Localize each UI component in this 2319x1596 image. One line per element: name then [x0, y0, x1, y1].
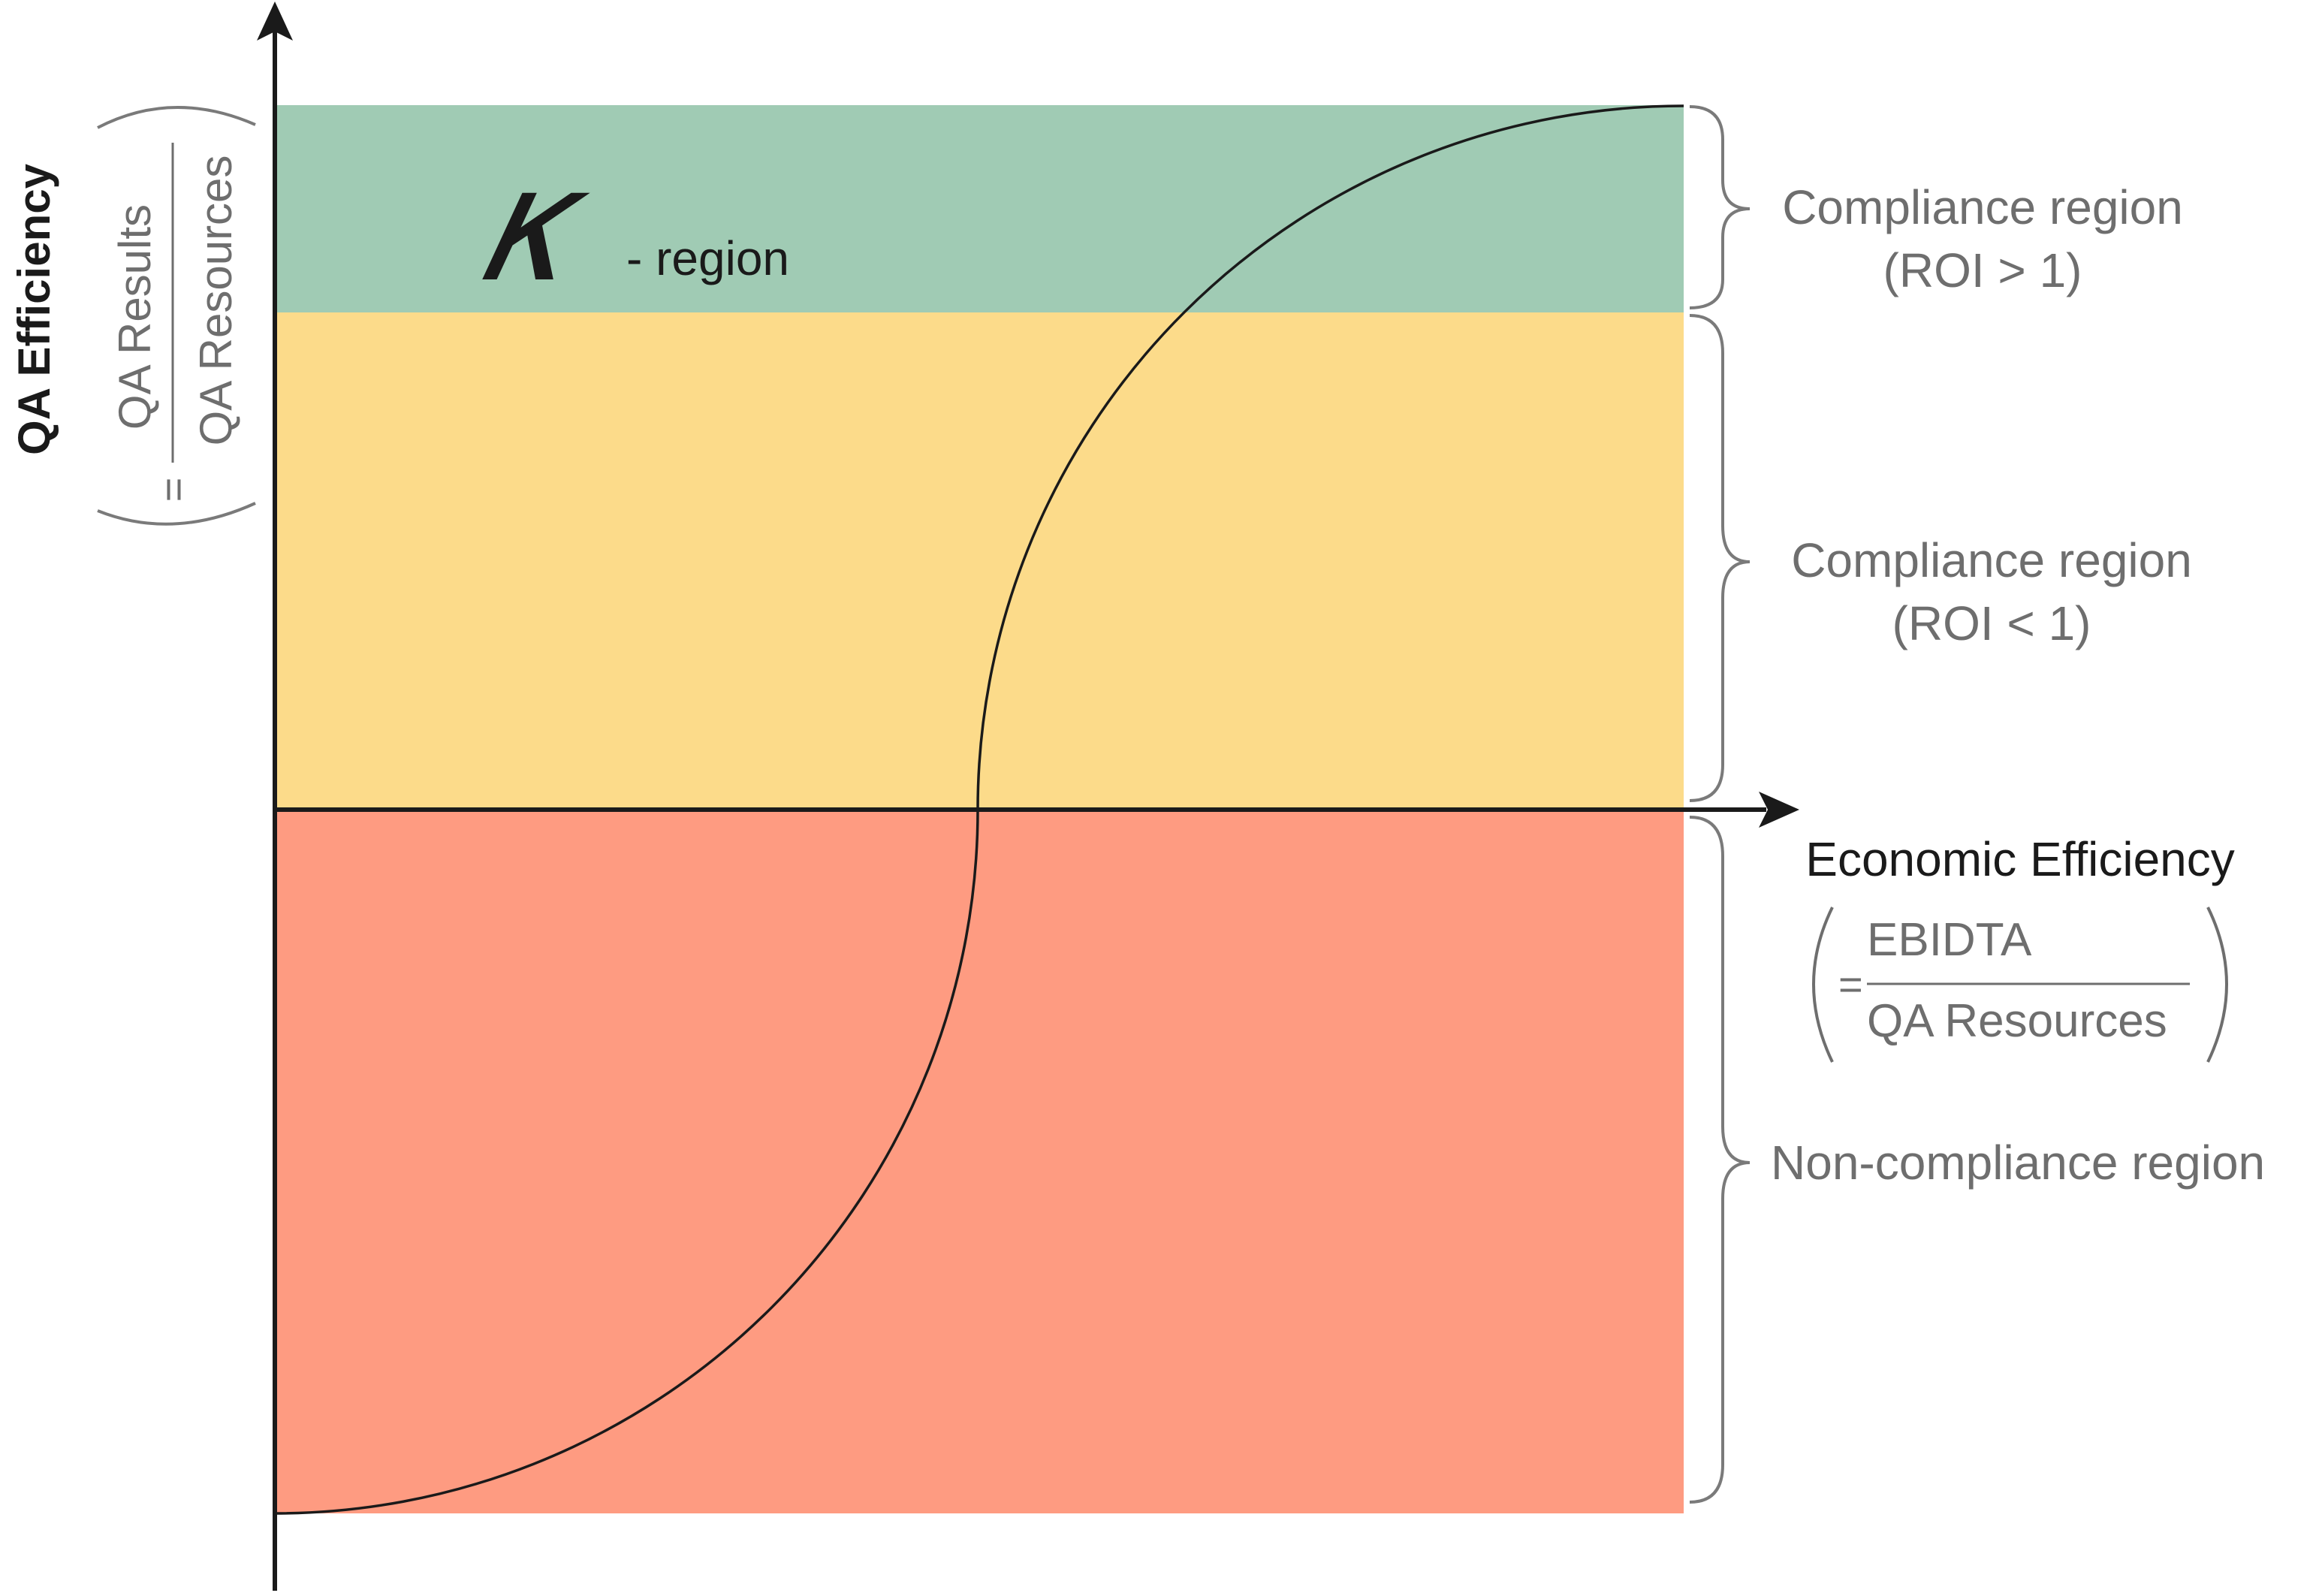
kappa-region-band: [275, 105, 1684, 312]
non-compliance-band: [275, 810, 1684, 1513]
x-axis-label: Economic Efficiency: [1805, 832, 2235, 886]
y-formula-equals: =: [149, 478, 197, 502]
bracket-non-compliance: [1689, 816, 1751, 1504]
y-axis-label: QA Efficiency: [9, 163, 59, 455]
kappa-region-label: - region: [626, 231, 789, 285]
x-formula-left-paren: [1812, 907, 1834, 1063]
y-axis-arrowhead: [257, 2, 293, 41]
y-formula-right-paren: [97, 106, 256, 129]
y-formula-denominator: QA Resources: [191, 155, 241, 446]
y-formula-numerator: QA Results: [110, 204, 160, 430]
compliance-roi-below-1-band: [275, 312, 1684, 810]
bracket-roi-below-1: [1689, 314, 1751, 802]
x-formula-equals: =: [1838, 961, 1863, 1008]
x-formula-denominator: QA Resources: [1867, 995, 2167, 1047]
x-formula-right-paren: [2206, 907, 2228, 1063]
bracket-roi-above-1: [1689, 105, 1751, 309]
region-2-label: Compliance region: [1791, 533, 2192, 587]
region-2-roi: (ROI < 1): [1892, 596, 2091, 650]
x-axis-arrowhead: [1759, 792, 1799, 828]
region-1-label: Compliance region: [1782, 180, 2183, 234]
y-formula-left-paren: [97, 502, 256, 526]
region-1-roi: (ROI > 1): [1883, 243, 2082, 297]
x-axis-formula: = EBIDTA QA Resources: [1812, 907, 2228, 1063]
y-axis-formula: = QA Results QA Resources: [97, 106, 256, 526]
region-3-label: Non-compliance region: [1771, 1136, 2265, 1190]
x-formula-numerator: EBIDTA: [1867, 914, 2032, 966]
